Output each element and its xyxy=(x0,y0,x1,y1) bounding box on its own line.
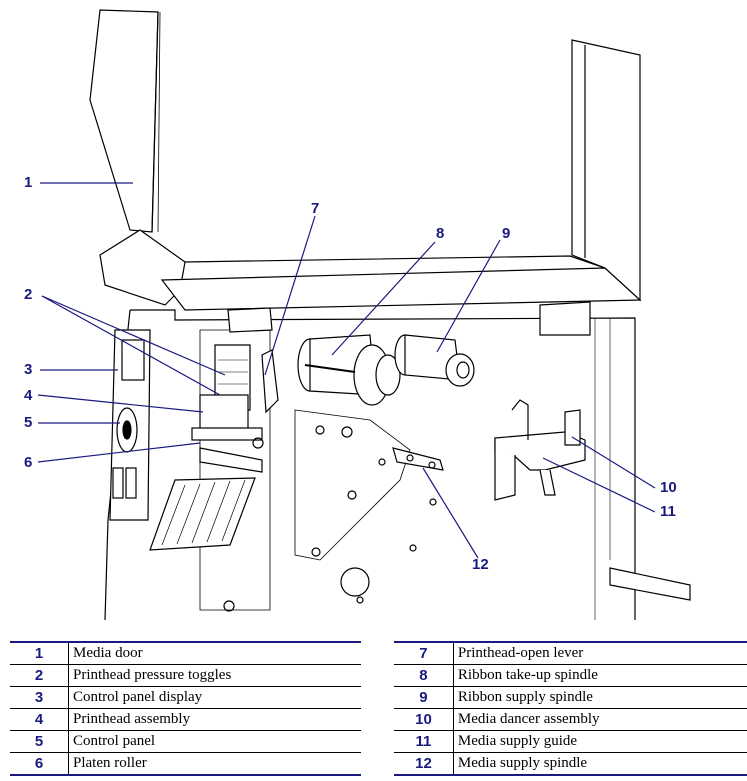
legend-number: 7 xyxy=(394,641,454,665)
legend-label: Media dancer assembly xyxy=(453,708,747,731)
legend-label: Media door xyxy=(68,641,361,665)
legend-number: 5 xyxy=(10,730,69,753)
callout-8: 8 xyxy=(436,225,445,242)
callout-6: 6 xyxy=(24,454,33,471)
legend-label: Printhead assembly xyxy=(68,708,361,731)
legend-label: Ribbon supply spindle xyxy=(453,686,747,709)
legend-number: 6 xyxy=(10,752,69,776)
callout-12: 12 xyxy=(472,556,489,573)
legend-label: Control panel display xyxy=(68,686,361,709)
legend-number: 9 xyxy=(394,686,454,709)
legend-label: Platen roller xyxy=(68,752,361,776)
legend-number: 11 xyxy=(394,730,454,753)
printer-components-illustration xyxy=(37,9,691,621)
legend-label: Control panel xyxy=(68,730,361,753)
legend-number: 1 xyxy=(10,641,69,665)
printer-line-art xyxy=(89,9,691,621)
legend-label: Ribbon take-up spindle xyxy=(453,664,747,687)
callout-4: 4 xyxy=(24,387,33,404)
legend-number: 12 xyxy=(394,752,454,776)
callout-3: 3 xyxy=(24,361,33,378)
legend-number: 3 xyxy=(10,686,69,709)
legend-label: Printhead-open lever xyxy=(453,641,747,665)
callout-7: 7 xyxy=(311,200,320,217)
legend-number: 8 xyxy=(394,664,454,687)
legend-number: 2 xyxy=(10,664,69,687)
legend-number: 10 xyxy=(394,708,454,731)
legend-number: 4 xyxy=(10,708,69,731)
callout-9: 9 xyxy=(502,225,511,242)
callout-2: 2 xyxy=(24,286,33,303)
callout-5: 5 xyxy=(24,414,33,431)
callout-11: 11 xyxy=(660,503,676,520)
legend-label: Media supply spindle xyxy=(453,752,747,776)
legend-label: Media supply guide xyxy=(453,730,747,753)
callout-1: 1 xyxy=(24,174,33,191)
legend-label: Printhead pressure toggles xyxy=(68,664,361,687)
callout-10: 10 xyxy=(660,479,677,496)
leader-lines xyxy=(37,182,656,559)
